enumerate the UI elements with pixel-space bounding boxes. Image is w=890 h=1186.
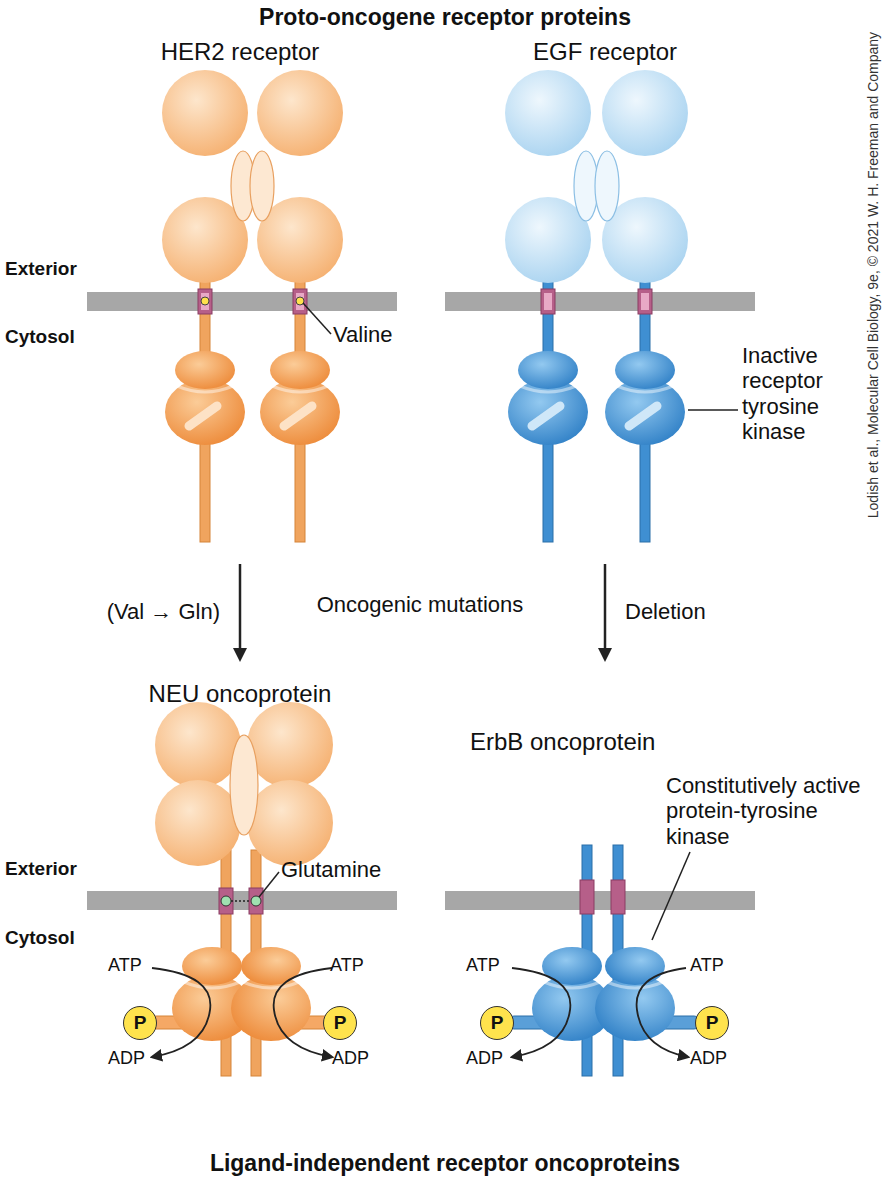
phosphate-label: P bbox=[706, 1012, 719, 1034]
receptor-region: EGF receptor bbox=[455, 38, 755, 558]
phosphate-label: P bbox=[491, 1012, 504, 1034]
edge-label: (Val → Gln) bbox=[0, 599, 220, 624]
arrow-head bbox=[233, 648, 247, 662]
phosphate-label: P bbox=[134, 1012, 147, 1034]
arrow-head bbox=[598, 648, 612, 662]
molecule-label: ATP bbox=[690, 955, 750, 976]
credit-line: Lodish et al., Molecular Cell Biology, 9… bbox=[865, 0, 881, 555]
receptor-heading: EGF receptor bbox=[455, 38, 755, 66]
region-label: Exterior bbox=[5, 258, 105, 280]
receptor-heading: NEU oncoprotein bbox=[90, 680, 390, 708]
arrow-shaft bbox=[604, 564, 607, 650]
mutation-arrow bbox=[598, 564, 612, 662]
phosphate-circle: P bbox=[323, 1006, 357, 1040]
molecule-label: ADP bbox=[108, 1048, 168, 1069]
receptor-region: ErbB oncoproteinP P bbox=[450, 672, 760, 1072]
phosphate-label: P bbox=[334, 1012, 347, 1034]
arrow-shaft bbox=[239, 564, 242, 650]
edge-label: Deletion bbox=[625, 599, 706, 624]
molecule-label: ADP bbox=[332, 1048, 392, 1069]
diagram-caption: Ligand-independent receptor oncoproteins bbox=[0, 1150, 890, 1177]
phosphate-circle: P bbox=[695, 1006, 729, 1040]
molecule-label: ATP bbox=[108, 955, 168, 976]
receptor-region: HER2 receptor bbox=[100, 38, 380, 558]
phosphate-circle: P bbox=[480, 1006, 514, 1040]
molecule-label: ADP bbox=[690, 1048, 750, 1069]
molecule-label: ATP bbox=[466, 955, 526, 976]
residue-label: Glutamine bbox=[281, 857, 421, 882]
region-label: Cytosol bbox=[5, 927, 105, 949]
process-label: Oncogenic mutations bbox=[270, 592, 570, 617]
callout-label: Constitutively active protein-tyrosine k… bbox=[666, 773, 871, 849]
molecule-label: ATP bbox=[330, 955, 390, 976]
region-label: Exterior bbox=[5, 858, 105, 880]
molecule-label: ADP bbox=[466, 1048, 526, 1069]
receptor-heading: HER2 receptor bbox=[100, 38, 380, 66]
diagram-title: Proto-oncogene receptor proteins bbox=[0, 4, 890, 31]
phosphate-circle: P bbox=[123, 1006, 157, 1040]
region-label: Cytosol bbox=[5, 326, 105, 348]
mutation-arrow bbox=[233, 564, 247, 662]
residue-label: Valine bbox=[333, 322, 433, 347]
receptor-heading: ErbB oncoprotein bbox=[470, 728, 690, 756]
